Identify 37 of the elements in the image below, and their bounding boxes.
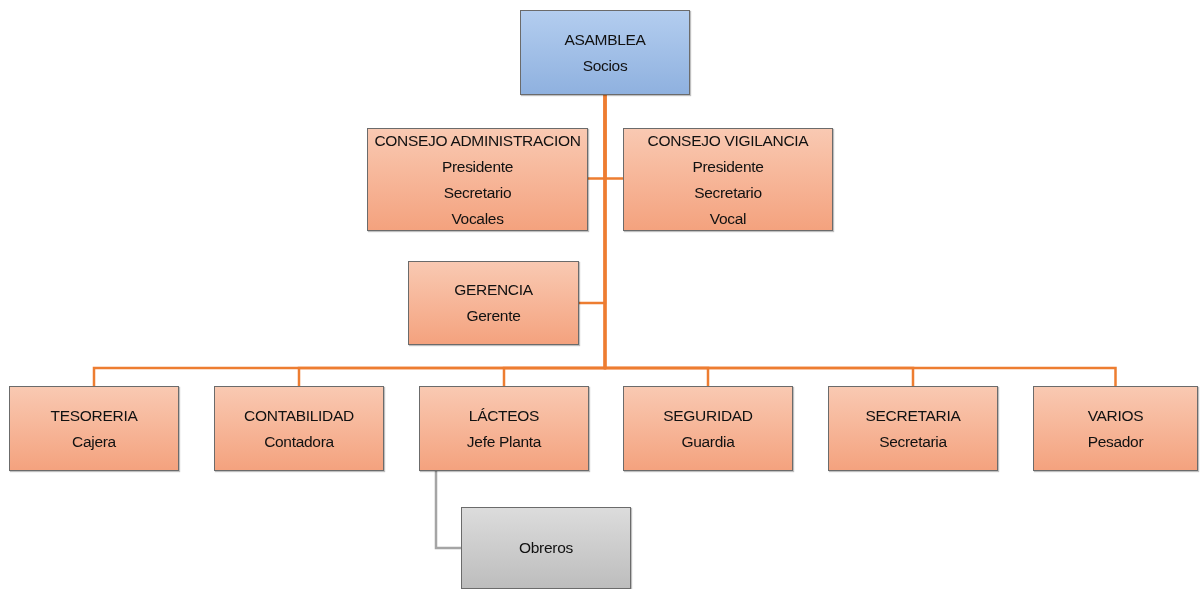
role-label: Secretario	[694, 182, 762, 203]
org-box	[461, 507, 631, 589]
org-box	[623, 128, 833, 231]
role-label: Cajera	[72, 431, 116, 452]
role-label: Presidente	[692, 156, 764, 177]
role-label: Socios	[582, 55, 628, 76]
role-label: Secretaria	[879, 431, 947, 452]
org-box	[214, 386, 384, 471]
unit-title: SEGURIDAD	[663, 405, 753, 426]
org-box	[9, 386, 179, 471]
unit-title: LÁCTEOS	[468, 405, 540, 426]
unit-title: GERENCIA	[454, 280, 533, 300]
unit-title: CONTABILIDAD	[244, 405, 354, 426]
org-box	[623, 386, 793, 471]
role-label: Gerente	[466, 306, 521, 326]
role-label: Secretario	[443, 182, 512, 203]
org-box	[367, 128, 588, 231]
role-label: Contadora	[264, 431, 334, 452]
role-label: Guardia	[681, 431, 735, 452]
role-label: Pesador	[1087, 431, 1144, 452]
unit-title: ASAMBLEA	[564, 29, 646, 50]
org-box	[828, 386, 998, 471]
unit-title: VARIOS	[1087, 405, 1144, 426]
role-label: Vocal	[709, 208, 747, 229]
role-label: Vocales	[451, 208, 504, 229]
connector-line	[434, 471, 461, 550]
org-box	[419, 386, 589, 471]
org-box	[520, 10, 690, 95]
org-box	[1033, 386, 1198, 471]
unit-title: SECRETARIA	[865, 405, 961, 426]
role-label: Presidente	[441, 156, 514, 177]
unit-title: CONSEJO ADMINISTRACION	[374, 130, 581, 151]
unit-title: TESORERIA	[50, 405, 138, 426]
unit-title: Obreros	[519, 538, 573, 558]
role-label: Jefe Planta	[466, 431, 542, 452]
org-box	[408, 261, 579, 345]
unit-title: CONSEJO VIGILANCIA	[647, 130, 809, 151]
